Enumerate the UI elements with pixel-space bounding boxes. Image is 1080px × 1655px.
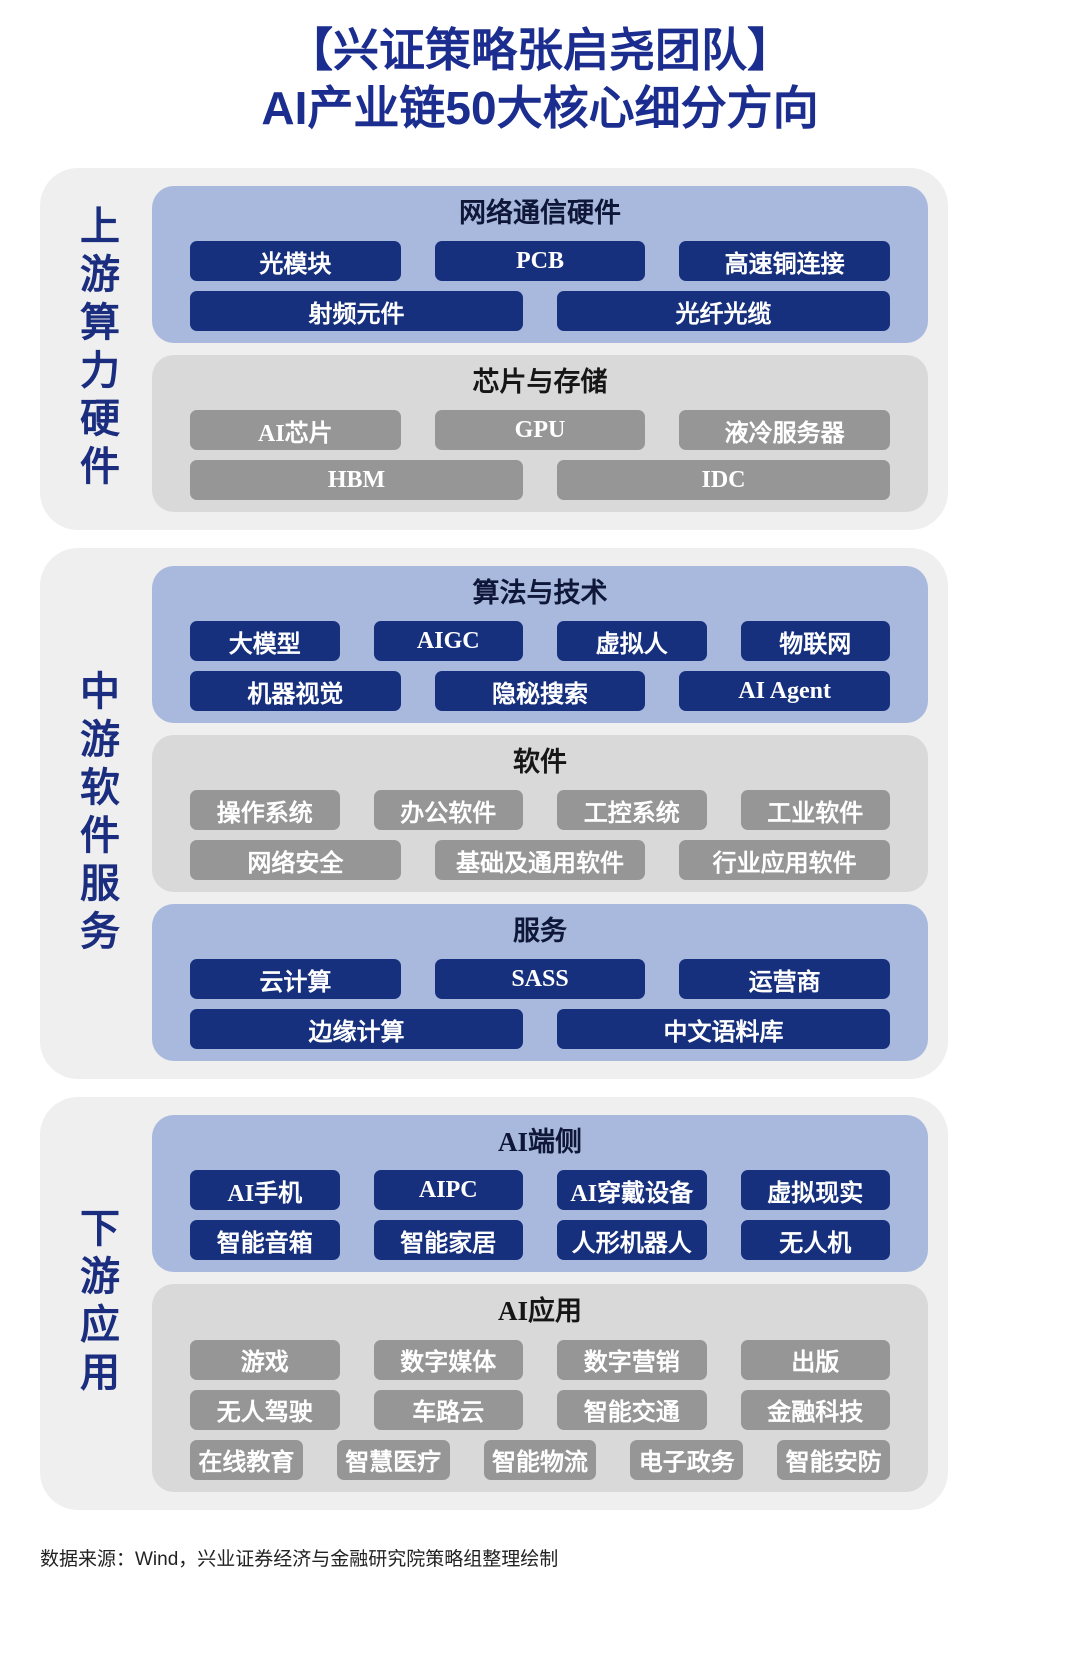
title-block: 【兴证策略张启尧团队】 AI产业链50大核心细分方向: [0, 0, 1080, 138]
item-row: 在线教育智慧医疗智能物流电子政务智能安防: [190, 1439, 890, 1480]
chain-item: AIPC: [373, 1170, 523, 1211]
item-row: 光模块 PCB 高速铜连接: [190, 241, 891, 281]
chain-item: 车路云: [373, 1389, 523, 1430]
chain-item: 在线教育: [190, 1439, 303, 1480]
chain-item: 液冷服务器: [679, 410, 891, 451]
item-row: 云计算 SASS 运营商: [190, 959, 891, 1000]
chain-item: 智慧医疗: [336, 1439, 450, 1480]
item-row: AI手机 AIPC AI穿戴设备虚拟现实: [190, 1170, 890, 1211]
section-label-text: 下游应用: [74, 1207, 119, 1400]
chain-item: 物联网: [740, 621, 890, 662]
panel-gray: 芯片与存储 AI芯片 GPU 液冷服务器 HBM IDC: [152, 355, 928, 513]
chain-item: SASS: [434, 959, 646, 1000]
panel-stack: 算法与技术大模型 AIGC 虚拟人物联网机器视觉隐秘搜索 AI Agent 软件操作系统…: [152, 566, 928, 1062]
panel-gray: 软件操作系统办公软件工控系统工业软件网络安全基础及通用软件行业应用软件: [152, 735, 928, 893]
item-row: 边缘计算中文语料库: [190, 1009, 890, 1050]
item-row: 游戏数字媒体数字营销出版: [190, 1339, 890, 1380]
chain-item: 操作系统: [190, 790, 340, 831]
chain-item: AIGC: [373, 621, 523, 662]
item-row: 操作系统办公软件工控系统工业软件: [190, 790, 890, 831]
item-row: 网络安全基础及通用软件行业应用软件: [190, 840, 891, 881]
chain-item: 智能物流: [483, 1439, 597, 1480]
chain-item: 射频元件: [190, 291, 523, 331]
panel-header: 算法与技术: [472, 578, 608, 609]
panel-header: 软件: [513, 747, 567, 778]
chain-item: 边缘计算: [190, 1009, 523, 1050]
chain-item: 人形机器人: [557, 1220, 707, 1261]
chain-item: 大模型: [190, 621, 340, 662]
chain-item: 游戏: [190, 1339, 340, 1380]
chain-item: 数字营销: [557, 1339, 707, 1380]
section-label-text: 上游算力硬件: [74, 205, 119, 493]
chain-item: AI穿戴设备: [557, 1170, 707, 1211]
chain-item: 出版: [740, 1339, 890, 1380]
chain-item: 智能音箱: [190, 1220, 340, 1261]
title-line-1: 【兴证策略张启尧团队】: [287, 24, 793, 76]
chain-item: 行业应用软件: [679, 840, 891, 881]
source-note: 数据来源：Wind，兴业证券经济与金融研究院策略组整理绘制: [40, 1548, 559, 1570]
chain-item: 云计算: [190, 959, 401, 1000]
chain-item: 中文语料库: [557, 1009, 890, 1050]
panel-header: 芯片与存储: [472, 367, 608, 397]
panel-blue: AI端侧 AI手机 AIPC AI穿戴设备虚拟现实智能音箱智能家居人形机器人无人机: [152, 1115, 928, 1273]
chain-item: 无人驾驶: [190, 1389, 340, 1430]
section-label: 下游应用: [40, 1115, 152, 1491]
panel-stack: 网络通信硬件光模块 PCB 高速铜连接射频元件光纤光缆芯片与存储 AI芯片 GPU 液冷服…: [152, 185, 928, 513]
title-line-2: AI产业链50大核心细分方向: [261, 81, 819, 134]
chain-item: 高速铜连接: [679, 241, 891, 281]
infographic-page: 【兴证策略张启尧团队】 AI产业链50大核心细分方向 上游算力硬件网络通信硬件光…: [0, 0, 1080, 1570]
chain-item: AI手机: [190, 1170, 340, 1211]
chain-item: 网络安全: [190, 840, 401, 881]
panel-header: 服务: [513, 916, 567, 947]
chain-item: 电子政务: [630, 1439, 744, 1480]
chain-item: 运营商: [679, 959, 891, 1000]
chain-item: 智能家居: [373, 1220, 523, 1261]
item-row: 射频元件光纤光缆: [190, 291, 890, 331]
panel-header: 网络通信硬件: [459, 197, 621, 228]
chain-item: AI芯片: [190, 410, 401, 451]
chain-sections: 上游算力硬件 网络通信硬件光模块 PCB 高速铜连接射频元件光纤光缆芯片与存储 AI芯片…: [40, 167, 948, 1510]
chain-item: 工控系统: [557, 790, 707, 831]
chain-item: 虚拟人: [557, 621, 707, 662]
section-midstream-software-services: 中游软件服务 算法与技术大模型 AIGC 虚拟人物联网机器视觉隐秘搜索 AI Agent…: [40, 548, 948, 1080]
chain-item: 基础及通用软件: [434, 840, 646, 881]
chain-item: 数字媒体: [373, 1339, 523, 1380]
chain-item: PCB: [434, 241, 646, 281]
chain-item: 智能安防: [777, 1439, 890, 1480]
chain-item: 办公软件: [373, 790, 523, 831]
chain-item: HBM: [190, 460, 523, 501]
chain-item: 光模块: [190, 241, 401, 281]
section-upstream-computing-hardware: 上游算力硬件 网络通信硬件光模块 PCB 高速铜连接射频元件光纤光缆芯片与存储 AI芯片…: [40, 167, 948, 531]
chain-item: 工业软件: [740, 790, 890, 831]
item-row: 大模型 AIGC 虚拟人物联网: [190, 621, 890, 662]
item-row: HBM IDC: [190, 460, 890, 501]
chain-item: 机器视觉: [190, 671, 401, 712]
panel-gray: AI应用游戏数字媒体数字营销出版无人驾驶车路云智能交通金融科技在线教育智慧医疗智…: [152, 1284, 928, 1492]
chain-item: 虚拟现实: [740, 1170, 890, 1211]
chain-item: 智能交通: [557, 1389, 707, 1430]
panel-header: AI应用: [497, 1296, 582, 1327]
panel-blue: 算法与技术大模型 AIGC 虚拟人物联网机器视觉隐秘搜索 AI Agent: [152, 566, 928, 724]
panel-header: AI端侧: [497, 1127, 582, 1158]
chain-item: 隐秘搜索: [434, 671, 646, 712]
item-row: 无人驾驶车路云智能交通金融科技: [190, 1389, 890, 1430]
section-label-text: 中游软件服务: [74, 669, 119, 958]
section-label: 上游算力硬件: [40, 186, 152, 512]
chain-item: AI Agent: [679, 671, 891, 712]
panel-blue: 服务云计算 SASS 运营商边缘计算中文语料库: [152, 904, 928, 1062]
item-row: AI芯片 GPU 液冷服务器: [190, 410, 891, 451]
chain-item: 光纤光缆: [557, 291, 890, 331]
chain-item: GPU: [434, 410, 646, 451]
chain-item: 无人机: [740, 1220, 890, 1261]
chain-item: 金融科技: [740, 1389, 890, 1430]
chain-item: IDC: [557, 460, 890, 501]
section-label: 中游软件服务: [40, 566, 152, 1061]
panel-blue: 网络通信硬件光模块 PCB 高速铜连接射频元件光纤光缆: [152, 185, 928, 343]
item-row: 机器视觉隐秘搜索 AI Agent: [190, 671, 891, 712]
item-row: 智能音箱智能家居人形机器人无人机: [190, 1220, 890, 1261]
